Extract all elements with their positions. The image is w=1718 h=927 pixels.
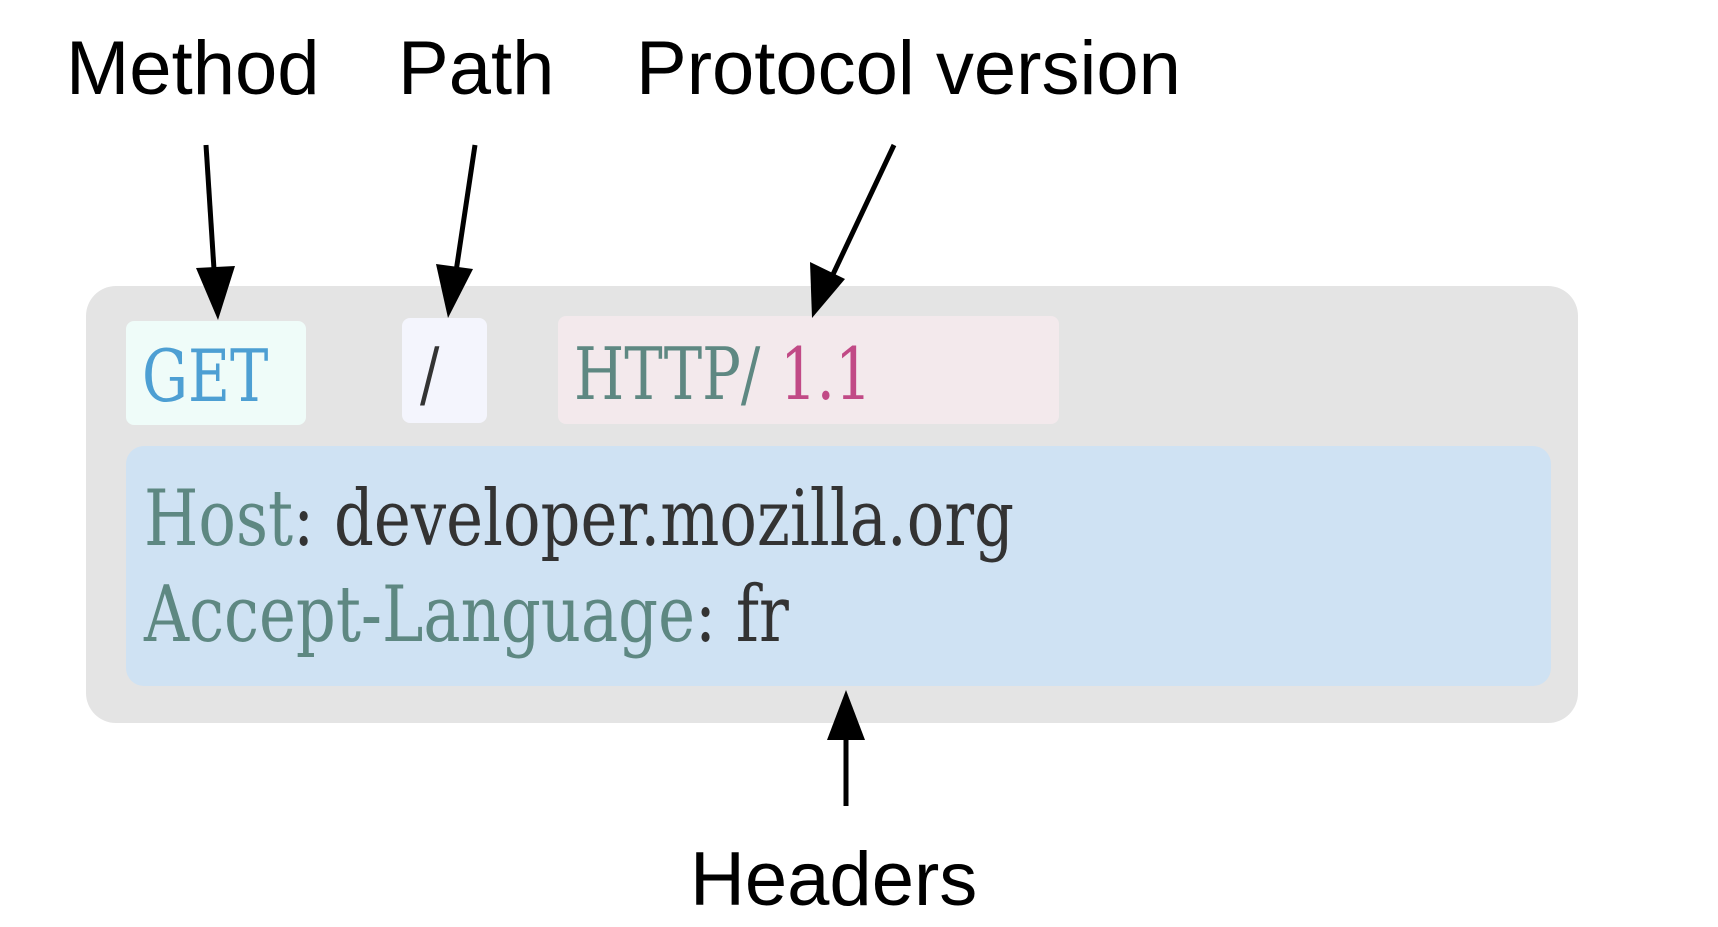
method-arrow-shaft [203, 144, 218, 286]
method-arrow-head [196, 266, 235, 320]
header-separator: : [293, 474, 334, 564]
headers-label: Headers [690, 837, 978, 922]
path-label: Path [398, 26, 555, 111]
method-token: GET [126, 321, 306, 425]
method-label: Method [66, 26, 320, 111]
path-text: / [420, 332, 440, 416]
path-token: / [402, 318, 487, 423]
headers-arrow-head [827, 690, 865, 740]
header-name: Accept-Language [144, 570, 696, 660]
path-arrow-shaft [451, 144, 478, 286]
protocol-arrow-shaft [825, 143, 897, 287]
protocol-name-text: HTTP/ [574, 332, 761, 416]
header-name: Host [144, 474, 294, 564]
header-line-accept-language: Accept-Language: fr [144, 576, 789, 654]
protocol-version-label: Protocol version [636, 26, 1181, 111]
path-arrow-head [436, 264, 473, 318]
header-separator: : [695, 570, 736, 660]
header-line-host: Host: developer.mozilla.org [144, 480, 1014, 558]
headers-block: Host: developer.mozilla.org Accept-Langu… [126, 446, 1551, 686]
header-value: developer.mozilla.org [333, 474, 1015, 564]
header-value: fr [735, 570, 789, 660]
protocol-arrow-head [810, 262, 845, 318]
method-text: GET [142, 334, 269, 418]
protocol-token: HTTP/ 1.1 [558, 316, 1059, 424]
protocol-version-text: 1.1 [780, 332, 872, 416]
